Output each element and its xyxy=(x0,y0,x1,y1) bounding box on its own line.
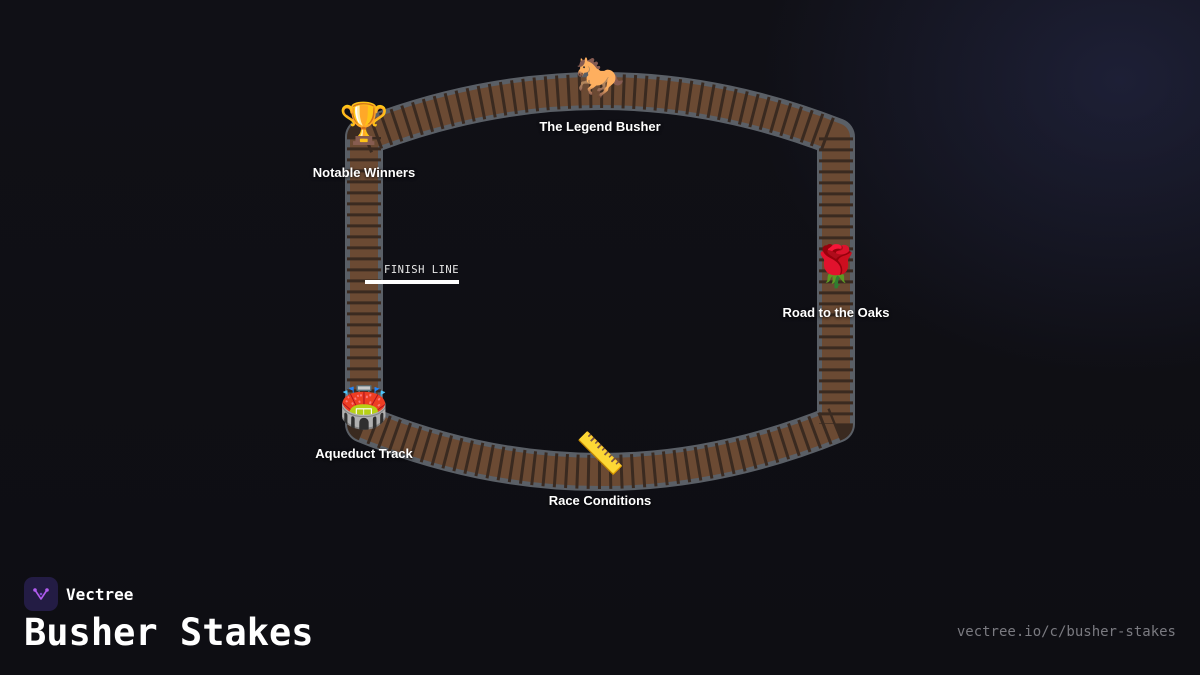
brand[interactable]: Vectree xyxy=(24,577,133,611)
brand-name: Vectree xyxy=(66,584,134,604)
finish-line-marker xyxy=(365,280,459,284)
horse-icon: 🐎 xyxy=(575,55,625,101)
station-legend[interactable]: 🐎 The Legend Busher xyxy=(539,55,660,134)
finish-line-label: FINISH LINE xyxy=(384,264,460,276)
stadium-icon: 🏟️ xyxy=(339,385,389,431)
track-ties xyxy=(347,74,853,489)
page-title: Busher Stakes xyxy=(24,611,314,654)
station-conditions[interactable]: 📏 Race Conditions xyxy=(549,431,652,508)
ruler-icon: 📏 xyxy=(575,431,625,477)
station-winners[interactable]: 🏆 Notable Winners xyxy=(313,101,415,180)
trophy-icon: 🏆 xyxy=(339,101,389,147)
station-label: Aqueduct Track xyxy=(315,446,413,461)
station-label: Race Conditions xyxy=(548,493,652,508)
rose-icon: 🌹 xyxy=(811,244,861,290)
station-aqueduct[interactable]: 🏟️ Aqueduct Track xyxy=(315,385,413,461)
station-oaks[interactable]: 🌹 Road to the Oaks xyxy=(783,244,890,320)
page-url[interactable]: vectree.io/c/busher-stakes xyxy=(956,624,1176,640)
station-label: Notable Winners xyxy=(312,165,416,180)
station-label: The Legend Busher xyxy=(539,119,661,134)
vectree-logo-icon xyxy=(24,577,58,611)
tree-icon xyxy=(33,588,49,600)
station-label: Road to the Oaks xyxy=(782,305,890,320)
